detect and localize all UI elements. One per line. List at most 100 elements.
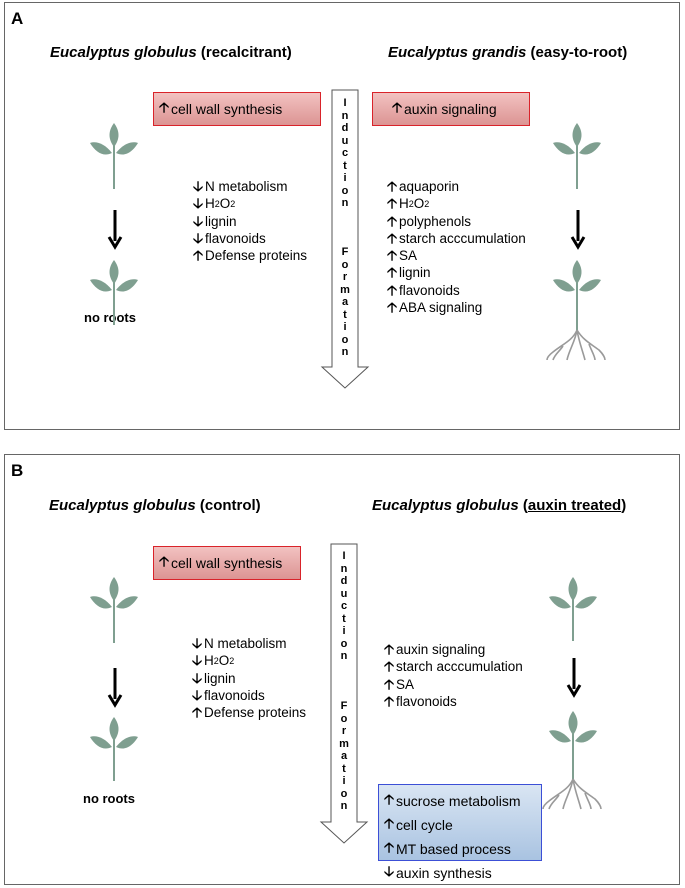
up-arrow-icon: 🡡 [383,641,395,657]
box-text: auxin signaling [404,101,497,117]
condition-label: (control) [195,497,261,514]
down-arrow-icon: 🡣 [192,229,204,246]
down-arrow-icon: 🡣 [191,635,203,651]
auxin-signaling-box: 🡡auxin signaling [372,92,530,126]
left-title: Eucalyptus globulus (control) [49,497,261,514]
right-title: Eucalyptus globulus (auxin treated) [372,497,627,514]
list-item-text: flavonoids [205,230,266,246]
species-name: Eucalyptus globulus [49,497,196,514]
down-arrow-icon [566,658,582,698]
up-arrow-icon: 🡡 [383,839,395,855]
list-item: 🡣lignin [192,213,307,230]
list-item: 🡣auxin synthesis [383,861,541,885]
list-item-text: N metabolism [205,179,288,194]
up-arrow-icon: 🡡 [386,281,398,298]
list-item: 🡡MT based process [383,837,541,861]
up-arrow-icon: 🡡 [158,553,170,569]
left-title: Eucalyptus globulus (recalcitrant) [50,44,292,61]
panel-b-graphics [90,543,602,844]
list-item-text: auxin signaling [396,642,486,657]
down-arrow-icon [107,668,123,708]
species-name: Eucalyptus grandis [388,44,527,61]
list-item-text: flavonoids [204,687,265,703]
species-name: Eucalyptus globulus [372,497,519,514]
list-item: 🡡Defense proteins [192,247,307,264]
list-item-text: MT based process [396,841,511,857]
list-item: 🡡sucrose metabolism [383,789,541,813]
right-title: Eucalyptus grandis (easy-to-root) [388,44,627,61]
seedling-icon [90,577,138,643]
list-item: 🡡starch acccumulation [383,658,523,675]
cell-wall-box: 🡡cell wall synthesis [153,92,321,126]
up-arrow-icon: 🡡 [192,247,204,264]
down-arrow-icon: 🡣 [191,652,203,669]
list-item-text: flavonoids [396,693,457,709]
list-item: 🡡SA [386,247,526,264]
seedling-icon [90,717,138,781]
seedling-icon [553,123,601,189]
down-arrow-icon: 🡣 [191,669,203,686]
list-item-text: SA [396,676,415,692]
box-text: cell wall synthesis [171,555,283,571]
panel-label: B [11,461,24,480]
down-arrow-icon: 🡣 [191,686,203,703]
right-change-list: 🡡auxin signaling🡡starch acccumulation🡡SA… [383,641,523,710]
up-arrow-icon: 🡡 [391,99,403,115]
list-item-text: cell cycle [396,817,453,833]
down-arrow-icon [570,210,586,250]
list-item-text: ABA signaling [399,300,483,316]
seedling-icon [90,123,138,189]
no-roots-label: no roots [84,310,136,325]
list-item-text: H [399,196,409,212]
list-item: 🡡ABA signaling [386,299,526,316]
list-item-text: H [204,653,214,669]
down-arrow-icon: 🡣 [192,212,204,229]
down-arrow-icon: 🡣 [192,178,204,194]
list-item-text: auxin synthesis [396,865,492,881]
down-arrow-icon [107,210,123,250]
list-item: 🡣N metabolism [191,635,306,652]
list-item-text: O [218,653,230,669]
up-arrow-icon: 🡡 [386,247,398,264]
list-item-text: starch acccumulation [399,230,526,246]
list-item-text: lignin [399,265,431,281]
up-arrow-icon: 🡡 [386,212,398,229]
list-item: 🡡cell cycle [383,813,541,837]
up-arrow-icon: 🡡 [383,815,395,831]
up-arrow-icon: 🡡 [386,264,398,281]
list-item: 🡡polyphenols [386,213,526,230]
up-arrow-icon: 🡡 [383,675,395,692]
panel-a-graphics [90,89,606,389]
list-item: 🡡SA [383,676,523,693]
list-item-text: starch acccumulation [396,659,523,675]
list-item-text: SA [399,248,418,264]
list-item: 🡡Defense proteins [191,704,306,721]
panel-label: A [11,9,24,28]
list-item-text: lignin [204,670,236,686]
up-arrow-icon: 🡡 [386,229,398,246]
list-item-text: O [219,196,231,212]
list-item: 🡡lignin [386,264,526,281]
condition-label: auxin treated [527,497,622,514]
list-item-text: Defense proteins [205,248,308,264]
rooted-seedling-icon [542,711,602,810]
list-item: 🡡flavonoids [386,282,526,299]
list-item-text: flavonoids [399,282,460,298]
up-arrow-icon: 🡡 [158,99,170,115]
list-item: 🡡aquaporin [386,178,526,195]
list-item-text: H [205,196,215,212]
down-arrow-icon: 🡣 [192,195,204,212]
seedling-icon [549,577,597,641]
list-item-text: polyphenols [399,213,472,229]
list-item: 🡣N metabolism [192,178,307,195]
list-item: 🡡auxin signaling [383,641,523,658]
panel-a: A Eucalyptus globulus (recalcitrant) Euc… [4,2,680,430]
list-item-text: lignin [205,213,237,229]
